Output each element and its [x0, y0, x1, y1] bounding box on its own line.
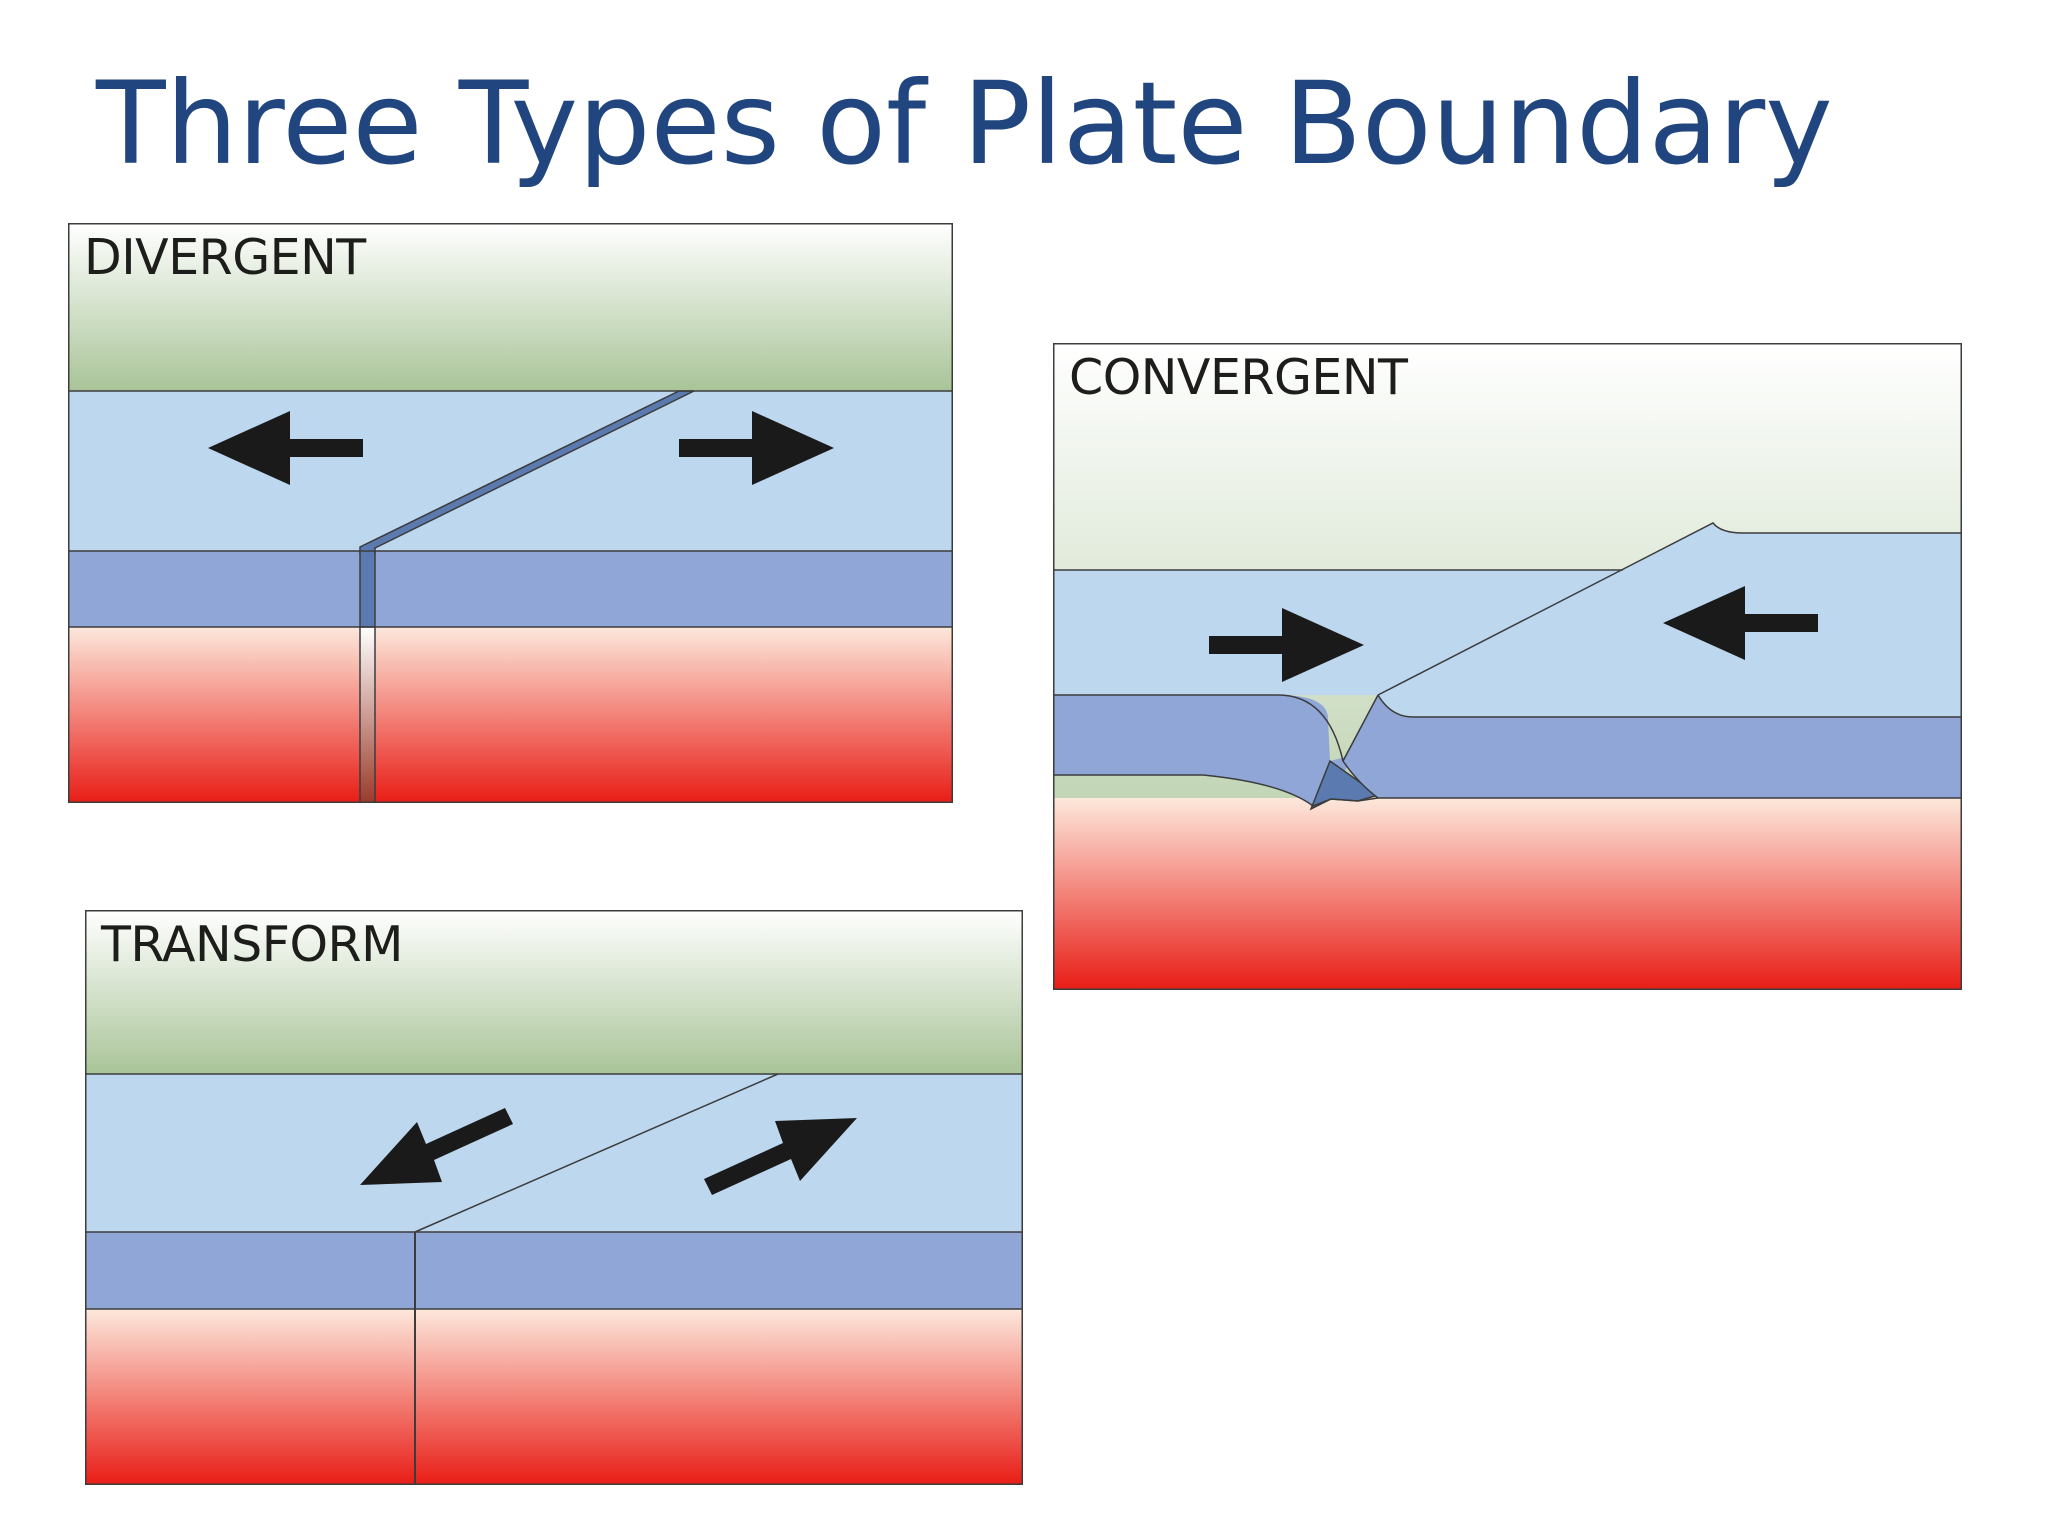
divergent-label: DIVERGENT	[84, 229, 366, 286]
arrow-upper-right-icon	[704, 1118, 857, 1195]
lower-crust-layer	[68, 551, 953, 627]
transform-label: TRANSFORM	[101, 916, 403, 973]
panel-border	[68, 223, 953, 803]
transform-diagram-graphic	[85, 910, 1023, 1485]
transform-diagram: TRANSFORM	[85, 910, 1023, 1485]
sky-layer	[68, 223, 953, 391]
slide-title: Three Types of Plate Boundary	[96, 57, 1833, 190]
mantle-layer	[68, 627, 953, 803]
panel-border	[85, 910, 1023, 1485]
transform-fault-surface	[414, 1073, 779, 1233]
magma-conduit	[359, 626, 376, 803]
divergent-diagram: DIVERGENT	[68, 223, 953, 803]
arrow-left-icon	[208, 411, 363, 485]
upper-crust-layer	[68, 391, 953, 551]
arrow-right-icon	[679, 411, 834, 485]
left-plate-lower-crust	[1053, 695, 1378, 806]
panel-border	[1053, 343, 1962, 990]
arrow-right-icon	[1209, 608, 1364, 682]
convergent-diagram: CONVERGENT	[1053, 343, 1962, 990]
sky-layer	[85, 910, 1023, 1074]
arrow-lower-left-icon	[360, 1108, 513, 1185]
convergent-label: CONVERGENT	[1069, 349, 1408, 406]
divergent-diagram-graphic	[68, 223, 953, 803]
left-plate-upper-crust	[1053, 570, 1623, 695]
convergent-diagram-graphic	[1053, 343, 1962, 990]
rift-gap	[359, 550, 376, 628]
lower-crust-layer	[85, 1232, 1023, 1309]
mantle-layer	[85, 1309, 1023, 1485]
arrow-left-icon	[1663, 586, 1818, 660]
mantle-layer	[1053, 798, 1962, 990]
right-plate-lower-crust	[1343, 695, 1962, 798]
upper-crust-layer	[85, 1074, 1023, 1232]
